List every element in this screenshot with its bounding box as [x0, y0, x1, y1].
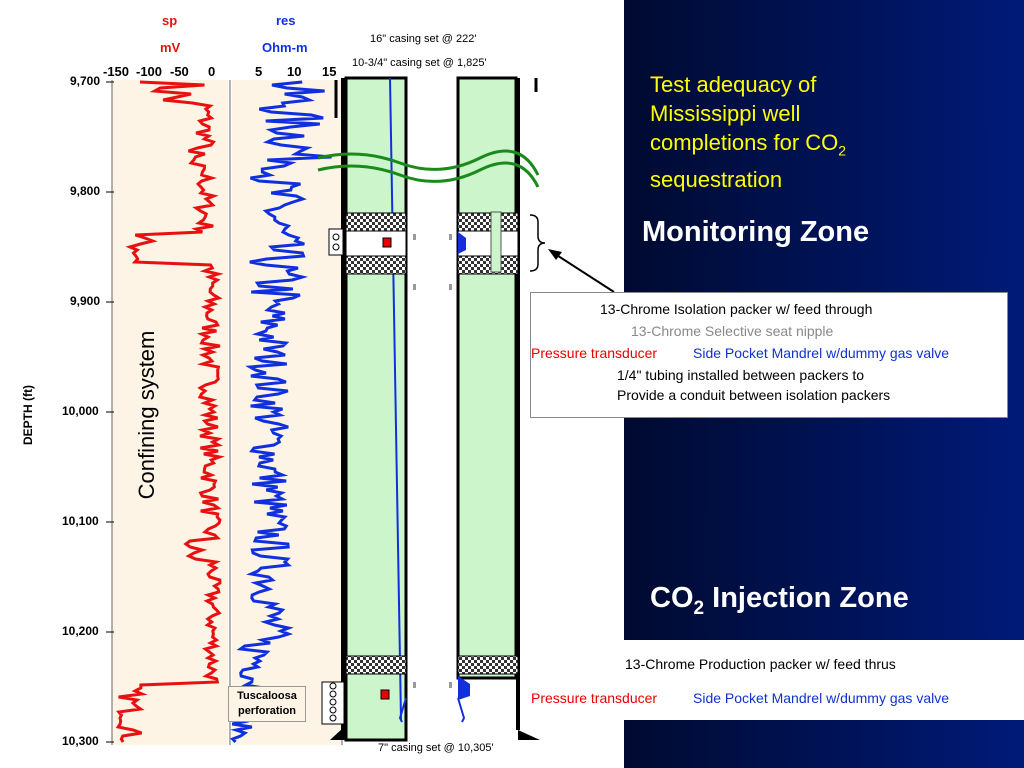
break-line-1 — [317, 149, 540, 176]
perforation-hole — [329, 682, 337, 690]
pressure-transducer-lower-label: Pressure transducer — [531, 690, 658, 706]
perforation-hole — [329, 706, 337, 714]
annulus-left — [344, 76, 408, 742]
well-log-diagram — [106, 76, 615, 745]
sp-unit: mV — [160, 40, 181, 55]
panel-title-sub: 2 — [838, 142, 847, 159]
production-packer-label: 13-Chrome Production packer w/ feed thru… — [625, 656, 896, 672]
depth-tick-9700: 9,700 — [70, 74, 101, 88]
tubing-label-line1: 1/4" tubing installed between packers to — [617, 367, 865, 383]
depth-tick-10100: 10,100 — [62, 514, 99, 528]
res-unit: Ohm-m — [262, 40, 308, 55]
monitoring-zone-label: Monitoring Zone — [642, 216, 870, 248]
injection-zone-label: CO2 Injection Zone — [650, 582, 909, 620]
depth-tick-10200: 10,200 — [62, 624, 99, 638]
depth-axis-label: DEPTH (ft) — [21, 385, 35, 445]
seat-nipple-label: 13-Chrome Selective seat nipple — [631, 323, 834, 339]
perforation-label-line1: Tuscaloosa — [237, 690, 297, 702]
confining-system-label: Confining system — [134, 330, 159, 500]
casing-16-label: 16" casing set @ 222' — [370, 33, 477, 45]
sp-tick-2: -100 — [136, 64, 163, 79]
tubing-label-line2: Provide a conduit between isolation pack… — [617, 387, 891, 403]
panel-title-line1: Test adequacy of — [650, 72, 817, 97]
pressure-transducer-lower — [380, 689, 390, 700]
perforation-hole — [329, 698, 337, 706]
panel-title-co: completions for CO — [650, 130, 839, 155]
production-packer-right — [457, 655, 519, 675]
res-curve — [230, 80, 332, 744]
panel-title-line4: sequestration — [650, 167, 783, 193]
injection-zone-sub: 2 — [693, 597, 705, 619]
perforation-hole — [329, 714, 337, 722]
lower-packer-left — [345, 255, 407, 275]
res-tick-3: 15 — [322, 64, 337, 79]
res-tick-1: 5 — [255, 64, 263, 79]
depth-tick-9800: 9,800 — [70, 184, 101, 198]
perforation-label-line2: perforation — [237, 705, 297, 717]
mandrel-upper-label: Side Pocket Mandrel w/dummy gas valve — [693, 345, 949, 361]
injection-zone-prefix: CO — [650, 582, 694, 614]
panel-title-line3: completions for CO2 — [650, 128, 846, 165]
lower-packer-right — [457, 255, 519, 275]
res-tick-2: 10 — [287, 64, 302, 79]
pressure-transducer-upper — [382, 237, 392, 248]
production-packer-left — [345, 655, 407, 675]
lower-annotation-box — [530, 640, 1024, 720]
res-name: res — [276, 13, 296, 28]
gas-valve-lower — [458, 676, 470, 700]
sp-tick-3: -50 — [170, 64, 189, 79]
mandrel-tube — [490, 211, 502, 273]
sp-tick-4: 0 — [208, 64, 216, 79]
upper-perforation-box — [328, 228, 344, 256]
tubing-line — [389, 77, 402, 721]
sp-name: sp — [162, 13, 178, 28]
depth-tick-10000: 10,000 — [62, 404, 99, 418]
casing-7-label: 7" casing set @ 10,305' — [378, 742, 494, 754]
annulus-right — [456, 76, 518, 680]
injection-zone-suffix: Injection Zone — [704, 582, 909, 614]
monitoring-bracket — [529, 214, 546, 272]
depth-tick-marks — [106, 81, 114, 743]
depth-tick-9900: 9,900 — [70, 294, 101, 308]
gas-valve-upper — [458, 232, 466, 254]
lower-perforation-box — [321, 681, 345, 725]
depth-tick-10300: 10,300 — [62, 734, 99, 748]
isolation-packer-label: 13-Chrome Isolation packer w/ feed throu… — [600, 301, 873, 317]
pressure-transducer-upper-label: Pressure transducer — [531, 345, 658, 361]
sp-tick-1: -150 — [103, 64, 130, 79]
panel-title: Test adequacy of Mississippi well comple… — [650, 70, 846, 194]
pointer-arrow — [551, 251, 615, 293]
break-line-2 — [317, 161, 540, 188]
upper-packer-right — [457, 212, 519, 232]
sp-curve — [115, 80, 225, 743]
casing-10-label: 10-3/4" casing set @ 1,825' — [352, 57, 487, 69]
tuscaloosa-perforation-box: Tuscaloosa perforation — [228, 686, 306, 722]
mandrel-lower-label: Side Pocket Mandrel w/dummy gas valve — [693, 690, 949, 706]
perforation-hole — [329, 690, 337, 698]
upper-annotation-box — [530, 292, 1008, 418]
panel-title-line2: Mississippi well — [650, 101, 801, 126]
upper-packer-left — [345, 212, 407, 232]
